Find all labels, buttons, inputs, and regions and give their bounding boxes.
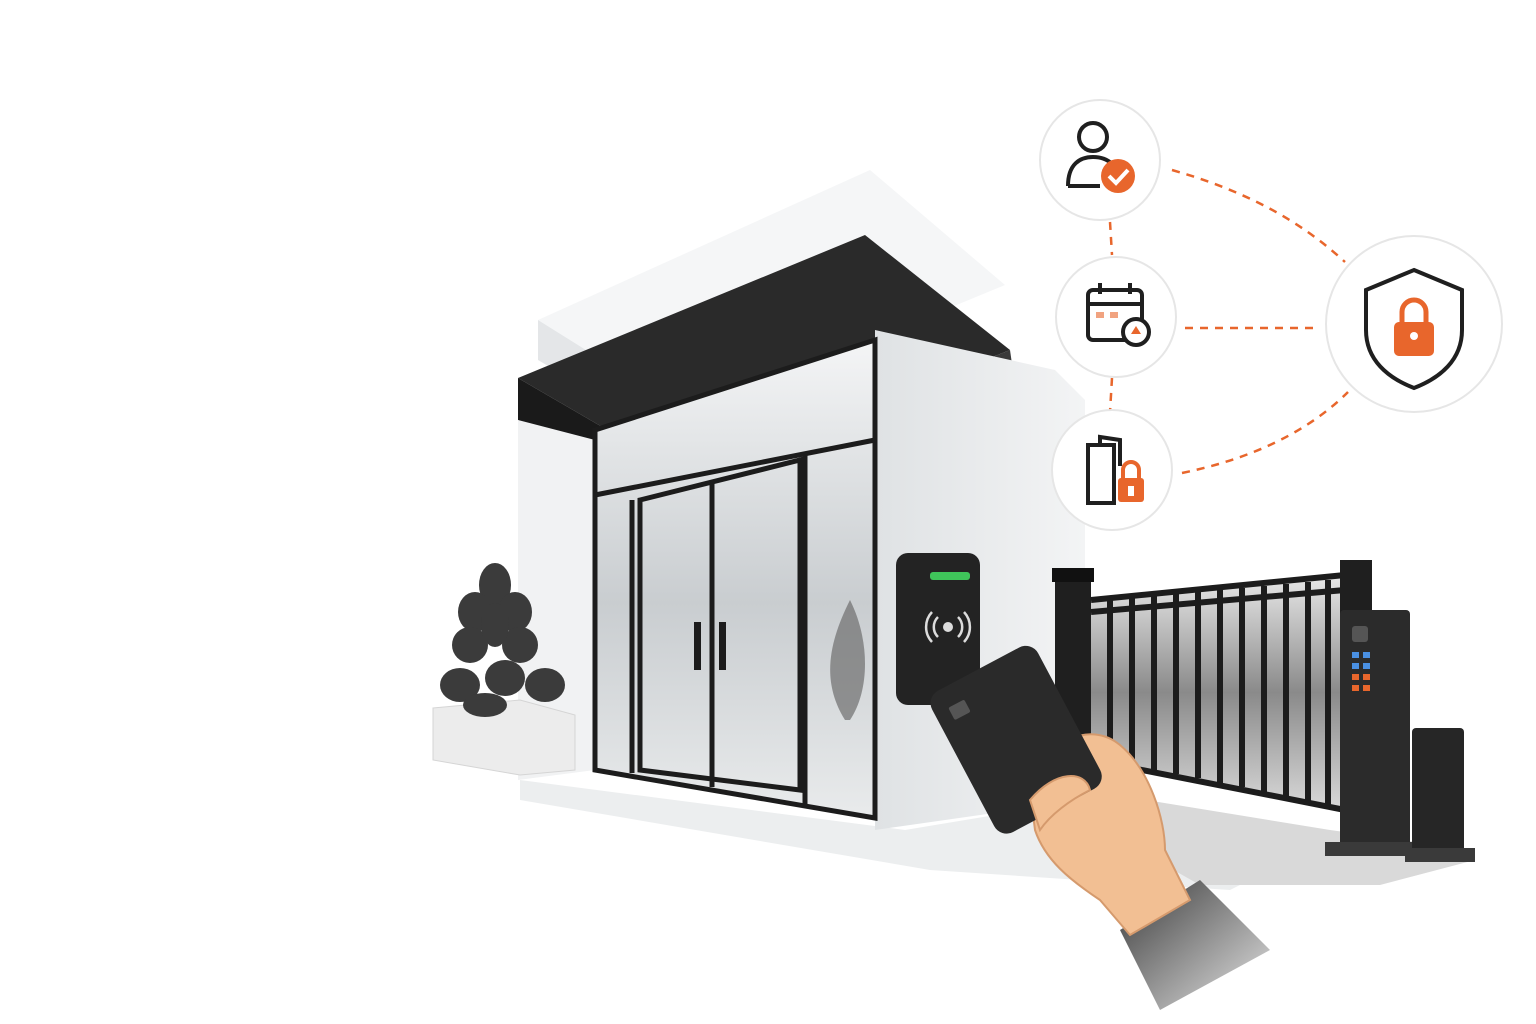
door-lock-icon — [1086, 434, 1122, 505]
planter-box — [432, 699, 576, 776]
card-reader — [896, 553, 980, 705]
user-verified-icon — [1066, 121, 1114, 188]
bollard — [1412, 728, 1464, 858]
calendar-schedule-icon — [1086, 283, 1144, 342]
door-handle-left — [694, 622, 701, 670]
connection-lines — [1108, 168, 1349, 475]
door-handle-right — [719, 622, 726, 670]
gate-bars — [1090, 572, 1346, 813]
user-verified-node — [1039, 99, 1161, 221]
glass-reflection-plant — [830, 600, 865, 720]
calendar-schedule-node — [1055, 256, 1177, 378]
door-lock-node — [1051, 409, 1173, 531]
door-frame — [592, 336, 878, 821]
shield-lock-node — [1325, 235, 1503, 413]
plant — [440, 563, 565, 717]
shield-lock-icon — [1364, 267, 1464, 391]
building — [432, 170, 1310, 890]
hand-with-card — [930, 645, 1270, 1010]
thumb — [1028, 775, 1092, 833]
keypad-pillar — [1325, 610, 1421, 856]
gate-ground — [1085, 790, 1475, 885]
